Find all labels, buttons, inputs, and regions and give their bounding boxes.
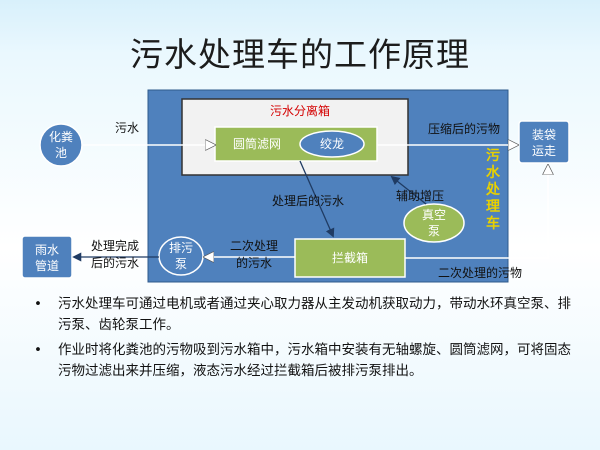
secondary-water-label: 的污水 <box>236 255 272 270</box>
bullet-list: 污水处理车可通过电机或者通过夹心取力器从主发动机获取动力，带动水环真空泵、排污泵… <box>32 294 572 386</box>
sewage-label: 污水 <box>115 121 139 135</box>
separation-box-label: 污水分离箱 <box>270 103 330 118</box>
aux-pressure-label: 辅助增压 <box>396 189 444 203</box>
rain-pipe-label: 管道 <box>35 258 59 273</box>
secondary-water-label: 二次处理 <box>230 239 278 253</box>
slide-title: 污水处理车的工作原理 <box>130 35 470 74</box>
discharge-done-label: 处理完成 <box>91 238 139 253</box>
arrow-aux-pressure <box>390 175 427 205</box>
arrow-treated-sewage <box>299 160 335 238</box>
septic-tank-label: 化粪 <box>49 130 73 144</box>
vacuum-pump-label: 泵 <box>428 224 440 238</box>
discharge-done-label: 后的污水 <box>91 255 139 270</box>
bagging-label: 装袋 <box>532 128 556 142</box>
auger-node <box>299 130 365 158</box>
interceptor-label: 拦截箱 <box>332 250 368 265</box>
truck-label-char: 理 <box>486 199 500 215</box>
truck-label-char: 车 <box>486 215 500 232</box>
bagging-label: 运走 <box>532 144 556 158</box>
bullet-item: 污水处理车可通过电机或者通过夹心取力器从主发动机获取动力，带动水环真空泵、排污泵… <box>32 294 572 336</box>
truck-label-char: 污 <box>486 147 500 164</box>
rain-pipe-node <box>21 235 73 279</box>
septic-tank-node <box>39 123 83 167</box>
treated-sewage-label: 处理后的污水 <box>272 193 344 208</box>
drum-filter-label: 圆筒滤网 <box>233 136 281 151</box>
bullet-item: 作业时将化粪池的污物吸到污水箱中，污水箱中安装有无轴螺旋、圆筒滤网，可将固态污物… <box>32 340 572 382</box>
vacuum-pump-node <box>403 203 465 243</box>
vacuum-pump-label: 真空 <box>422 208 446 222</box>
compressed-dirt-label: 压缩后的污物 <box>428 121 500 136</box>
secondary-dirt-label: 二次处理的污物 <box>438 265 522 280</box>
arrow-secondary-dirt <box>405 166 548 259</box>
auger-label: 绞龙 <box>320 136 344 151</box>
interceptor-box <box>294 238 406 278</box>
discharge-pump-label: 泵 <box>175 257 187 271</box>
truck-label-char: 水 <box>486 164 501 181</box>
truck-vertical-label: 污 水 处 理 车 <box>485 147 501 232</box>
discharge-pump-label: 排污 <box>169 241 193 255</box>
rain-pipe-label: 雨水 <box>35 243 59 257</box>
septic-tank-label: 池 <box>55 146 67 160</box>
truck-label-char: 处 <box>485 181 501 198</box>
